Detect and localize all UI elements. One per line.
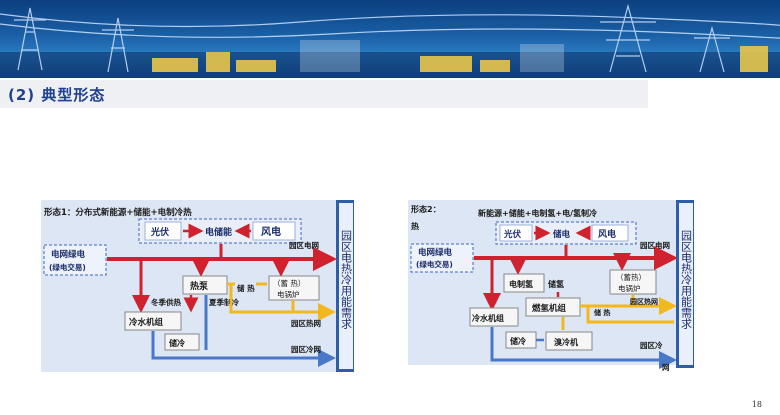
boiler-top-label: （蓄 热） xyxy=(273,278,305,288)
chiller-box-2 xyxy=(469,307,519,327)
park-cold-net-label-2b: 网 xyxy=(662,363,670,372)
diagram-1-title: 形态1：分布式新能源+储能+电制冷热 xyxy=(44,207,192,218)
grid-trade-label: (绿电交易) xyxy=(49,262,86,272)
absorption-chiller-label: 溴冷机 xyxy=(554,337,578,347)
grid-power-label-2: 电网绿电 xyxy=(418,247,453,258)
cold-storage-label-2: 储冷 xyxy=(509,336,526,346)
chiller-box xyxy=(124,311,182,331)
park-power-net-label-2: 园区电网 xyxy=(640,240,670,250)
park-heat-net-label: 园区热网 xyxy=(291,318,321,328)
chiller-label: 冷水机组 xyxy=(129,317,164,328)
electric-boiler-box xyxy=(268,275,320,301)
electrolysis-label: 电制氢 xyxy=(509,279,533,289)
diagram-2-title-line3: 热 xyxy=(411,221,419,231)
header-banner xyxy=(0,0,780,78)
summer-cool-label: 夏季制冷 xyxy=(208,297,239,307)
winter-heat-label: 冬季供热 xyxy=(151,297,181,307)
page-number: 18 xyxy=(751,400,762,409)
park-power-net-label: 园区电网 xyxy=(289,240,319,250)
fuel-cell-label: 燃氢机组 xyxy=(532,303,567,314)
boiler-bottom-label: 电锅炉 xyxy=(277,289,300,299)
diagram-form-1: 形态1：分布式新能源+储能+电制冷热 光伏 电储能 风电 电网绿电 (绿电交易)… xyxy=(41,200,356,372)
section-title-bar xyxy=(0,80,648,108)
storage-label-2: 储电 xyxy=(552,229,571,240)
power-grid-illustration xyxy=(0,3,780,78)
park-cold-net-label: 园区冷网 xyxy=(291,344,321,354)
grid-source-box xyxy=(43,244,107,276)
storage-label: 电储能 xyxy=(205,226,232,238)
absorption-chiller-box xyxy=(545,331,593,351)
boiler-bottom-label-2: 电锅炉 xyxy=(618,283,641,293)
chiller-label-2: 冷水机组 xyxy=(472,313,504,323)
heat-pump-label: 热泵 xyxy=(190,280,209,292)
wind-label-2: 风电 xyxy=(598,228,616,240)
electrolysis-box xyxy=(503,273,545,293)
heat-storage-label-2: 储 热 xyxy=(593,308,610,317)
park-heat-net-label-2: 园区热网 xyxy=(630,297,658,306)
grid-source-box-2 xyxy=(410,243,474,273)
pv-label: 光伏 xyxy=(150,226,169,238)
cold-storage-box xyxy=(164,333,200,351)
heat-storage-label: 储 热 xyxy=(237,283,255,293)
wind-label: 风电 xyxy=(261,225,281,238)
diagram-2-title-line2: 新能源+储能+电制氢+电/氢制冷 xyxy=(478,208,597,218)
demand-label-2: 园区电热冷用能需求 xyxy=(680,230,693,329)
diagram-2-title-line1: 形态2： xyxy=(411,204,441,214)
demand-label: 园区电热冷用能需求 xyxy=(340,230,353,329)
grid-trade-label-2: (绿电交易) xyxy=(416,259,453,269)
grid-power-label: 电网绿电 xyxy=(51,249,86,260)
pv-label-2: 光伏 xyxy=(503,229,522,240)
cold-storage-label: 储冷 xyxy=(168,338,185,348)
diagram-form-2: 形态2： 新能源+储能+电制氢+电/氢制冷 热 光伏 储电 风电 电网绿电 (绿… xyxy=(408,200,696,372)
park-cold-net-label-2a: 园区冷 xyxy=(640,340,663,350)
section-title: (2) 典型形态 xyxy=(8,86,106,104)
boiler-top-label-2: （蓄热） xyxy=(616,272,646,282)
electric-boiler-box-2 xyxy=(609,269,657,295)
h2-storage-label: 储氢 xyxy=(547,279,564,289)
